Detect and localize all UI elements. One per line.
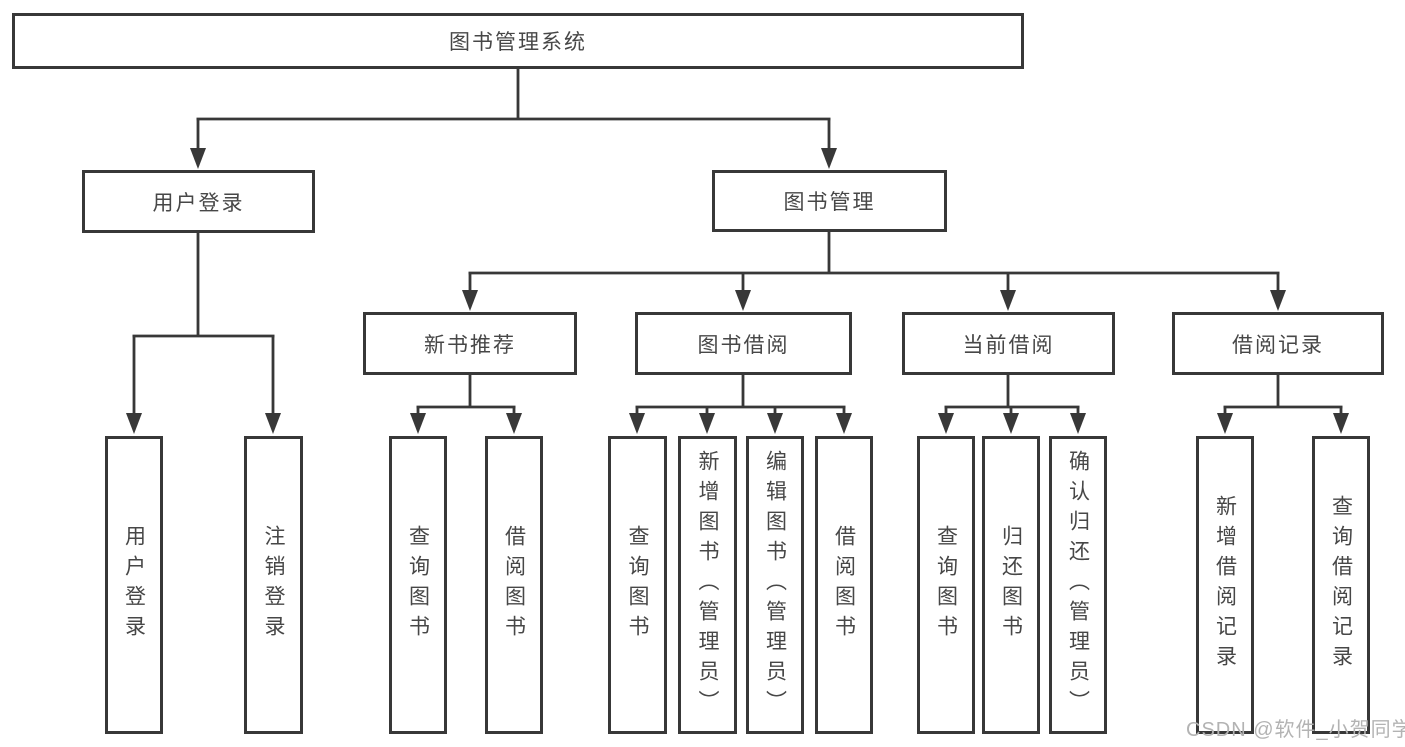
leaf-current-query-books: 查询图书 (917, 436, 975, 734)
arrowhead (126, 413, 142, 434)
node-label: 图书管理系统 (449, 31, 587, 54)
leaf-edit-books-admin: 编辑图书（管理员） (746, 436, 804, 734)
arrowhead (821, 148, 837, 169)
arrowhead (1333, 413, 1349, 434)
arrowhead (767, 413, 783, 434)
leaf-user-login: 用户登录 (105, 436, 163, 734)
node-label: 确认归还（管理员） (1066, 450, 1090, 720)
arrowhead (190, 148, 206, 169)
node-new-book-recommend: 新书推荐 (363, 312, 577, 375)
arrowhead (265, 413, 281, 434)
node-label: 借阅图书 (832, 525, 856, 645)
arrowhead (1217, 413, 1233, 434)
leaf-recommend-query-books: 查询图书 (389, 436, 447, 734)
node-book-borrowing: 图书借阅 (635, 312, 852, 375)
node-borrowing-records: 借阅记录 (1172, 312, 1384, 375)
leaf-confirm-return-admin: 确认归还（管理员） (1049, 436, 1107, 734)
node-label: 当前借阅 (962, 333, 1055, 357)
node-label: 图书借阅 (697, 333, 790, 357)
arrowhead (836, 413, 852, 434)
node-book-management: 图书管理 (712, 170, 947, 232)
leaf-borrow-books: 借阅图书 (815, 436, 873, 734)
leaf-add-books-admin: 新增图书（管理员） (678, 436, 737, 734)
node-label: 新增借阅记录 (1213, 495, 1237, 675)
node-label: 编辑图书（管理员） (763, 450, 787, 720)
arrowhead (1270, 290, 1286, 311)
arrowhead (1000, 290, 1016, 311)
node-label: 用户登录 (152, 191, 245, 215)
node-user-login: 用户登录 (82, 170, 315, 233)
node-library-management-system: 图书管理系统 (12, 13, 1024, 69)
arrowhead (410, 413, 426, 434)
node-label: 查询借阅记录 (1329, 495, 1353, 675)
node-label: 用户登录 (122, 525, 146, 645)
leaf-logout: 注销登录 (244, 436, 303, 734)
arrowhead (735, 290, 751, 311)
arrowhead (1070, 413, 1086, 434)
node-label: 查询图书 (934, 525, 958, 645)
leaf-borrowing-query-books: 查询图书 (608, 436, 667, 734)
node-label: 借阅记录 (1232, 333, 1324, 357)
csdn-watermark: CSDN @软件_小贺同学 (1186, 719, 1405, 741)
node-label: 借阅图书 (502, 525, 526, 645)
arrowhead (699, 413, 715, 434)
arrowhead (462, 290, 478, 311)
arrowhead (629, 413, 645, 434)
arrowhead (938, 413, 954, 434)
node-label: 归还图书 (999, 525, 1023, 645)
node-label: 查询图书 (626, 525, 649, 645)
node-current-borrowing: 当前借阅 (902, 312, 1115, 375)
leaf-return-books: 归还图书 (982, 436, 1040, 734)
node-label: 注销登录 (262, 525, 285, 645)
leaf-recommend-borrow-books: 借阅图书 (485, 436, 543, 734)
arrowhead (1003, 413, 1019, 434)
node-label: 新增图书（管理员） (696, 450, 719, 720)
leaf-query-borrow-record: 查询借阅记录 (1312, 436, 1370, 734)
node-label: 查询图书 (406, 525, 430, 645)
arrowhead (506, 413, 522, 434)
leaf-add-borrow-record: 新增借阅记录 (1196, 436, 1254, 734)
node-label: 图书管理 (783, 191, 876, 214)
node-label: 新书推荐 (424, 333, 516, 357)
